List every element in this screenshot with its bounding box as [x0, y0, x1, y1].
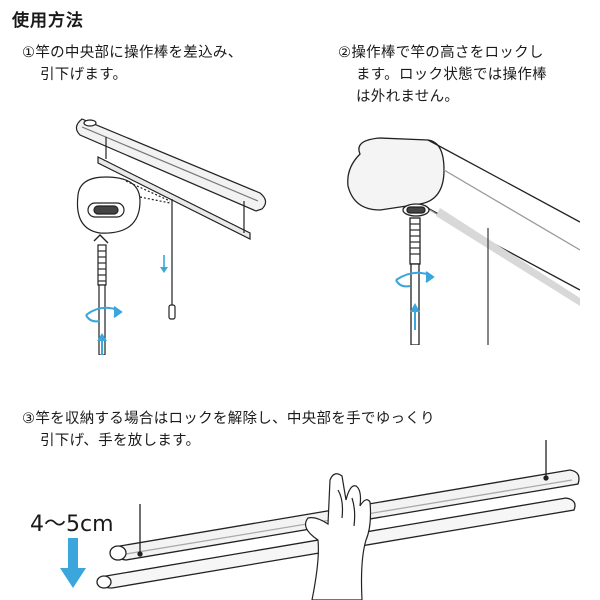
step-3-number: ③ — [22, 411, 35, 427]
down-arrow-icon — [60, 538, 86, 588]
step-3-line-1: 竿を収納する場合はロックを解除し、中央部を手でゆっくり — [35, 411, 435, 427]
step-1-line-2: 引下げます。 — [22, 64, 312, 86]
hand-illustration — [306, 474, 371, 600]
step-2-text: ②操作棒で竿の高さをロックし ます。ロック状態では操作棒 は外れません。 — [338, 42, 588, 108]
step-2-line-3: は外れません。 — [338, 86, 588, 108]
down-arrow-icon — [160, 255, 168, 273]
page-title: 使用方法 — [12, 6, 84, 31]
step-2-illustration — [340, 130, 580, 345]
step-1-line-1: 竿の中央部に操作棒を差込み、 — [35, 45, 242, 61]
step-1-illustration — [60, 105, 280, 355]
step-1-text: ①竿の中央部に操作棒を差込み、 引下げます。 — [22, 42, 312, 86]
step-2-line-2: ます。ロック状態では操作棒 — [338, 64, 588, 86]
step-3-illustration — [0, 440, 600, 600]
step-2-line-1: 操作棒で竿の高さをロックし — [351, 45, 543, 61]
step-1-number: ① — [22, 45, 35, 61]
step-2-number: ② — [338, 45, 351, 61]
